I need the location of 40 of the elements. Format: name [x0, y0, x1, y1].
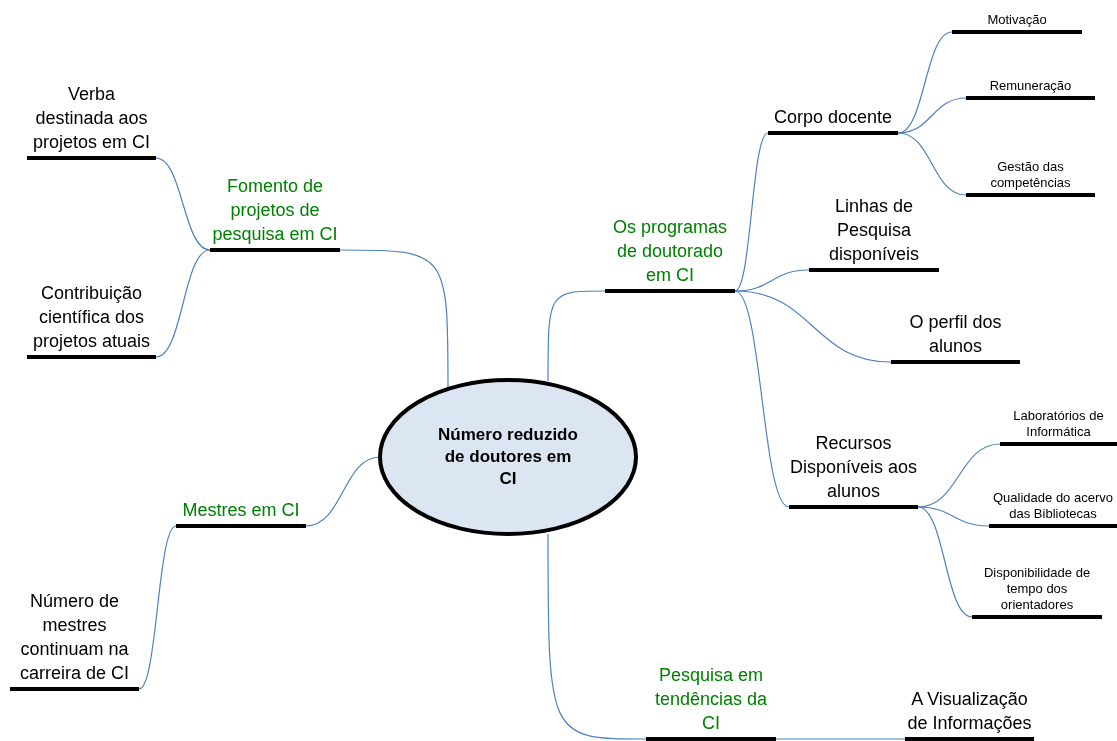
connector-line — [897, 132, 967, 196]
topic-text: Os programas de doutorado em CI — [611, 216, 728, 287]
connector-line — [917, 506, 973, 618]
connector-line — [547, 290, 606, 382]
topic-text: Recursos Disponíveis aos alunos — [789, 432, 918, 503]
topic-underline — [966, 78, 1095, 100]
topic-text: Motivação — [986, 12, 1048, 28]
connector-line — [138, 525, 177, 690]
connector-line — [897, 97, 967, 134]
topic-text: Número reduzido de doutores em CI — [438, 424, 578, 490]
connector-line — [155, 157, 211, 251]
topic-text: Mestres em CI — [181, 499, 301, 522]
topic-underline — [972, 565, 1102, 619]
topic-text: O perfil dos alunos — [908, 311, 1003, 358]
connector-line — [917, 506, 990, 527]
topic-text: Remuneração — [988, 78, 1073, 94]
connector-line — [339, 249, 449, 390]
topic-text: Qualidade do acervo das Bibliotecas — [992, 490, 1114, 522]
topic-text: Linhas de Pesquisa disponíveis — [827, 195, 921, 266]
topic-text: Pesquisa em tendências da CI — [653, 664, 769, 735]
topic-text: Número de mestres continuam na carreira de CI — [18, 590, 130, 685]
topic-text: Corpo docente — [772, 106, 894, 129]
topic-text: A Visualização de Informações — [906, 688, 1033, 735]
connector-line — [547, 533, 647, 740]
connector-line — [734, 290, 892, 363]
connector-line — [734, 290, 790, 508]
topic-underline — [952, 12, 1082, 34]
topic-underline — [1000, 408, 1117, 446]
topic-text: Verba destinada aos projetos em CI — [31, 83, 151, 154]
topic-text: Laboratórios de Informática — [1012, 408, 1105, 440]
topic-text: Contribuição científica dos projetos atuais — [31, 282, 152, 353]
topic-text: Fomento de projetos de pesquisa em CI — [211, 175, 339, 246]
topic-text: Gestão das competências — [989, 159, 1072, 191]
topic-text: Disponibilidade de tempo dos orientadores — [982, 565, 1092, 613]
central-ellipse — [378, 378, 638, 536]
connector-line — [775, 738, 906, 740]
connector-line — [155, 249, 211, 358]
topic-underline — [966, 159, 1095, 197]
connector-line — [734, 132, 769, 292]
topic-underline — [989, 490, 1117, 528]
